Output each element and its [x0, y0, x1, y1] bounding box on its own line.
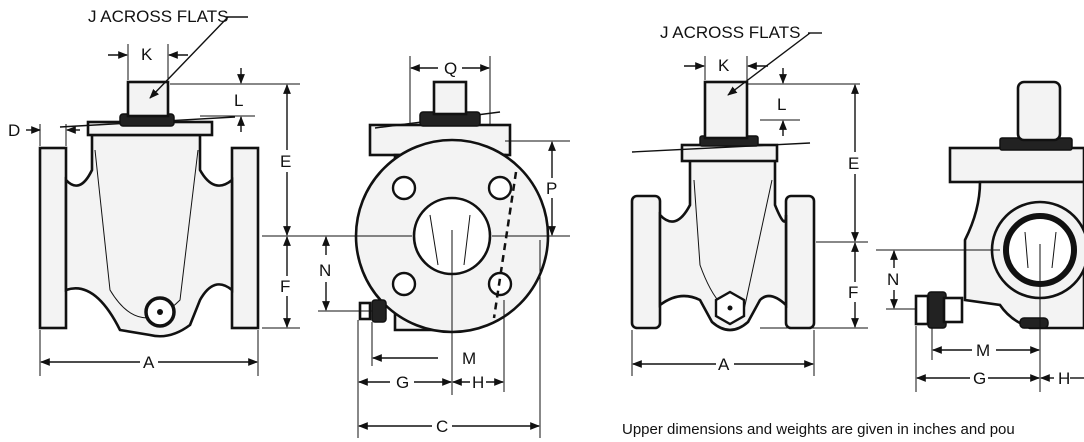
- label-n-right: N: [887, 270, 899, 289]
- right-view-body: [658, 158, 788, 332]
- valve-body: [64, 133, 234, 338]
- stem-nut: [126, 80, 170, 118]
- label-k-right: K: [718, 56, 730, 75]
- far-right-side-view: N M G H: [876, 80, 1084, 392]
- label-q: Q: [444, 59, 457, 78]
- left-front-view: J ACROSS FLATS K L D E F A: [8, 7, 300, 376]
- far-right-bonnet: [948, 146, 1084, 184]
- middle-side-view: Q P N M G H C: [300, 56, 570, 438]
- right-view-end-right: [784, 194, 816, 330]
- label-e-right: E: [848, 154, 859, 173]
- label-p: P: [546, 179, 557, 198]
- right-flange: [230, 146, 260, 330]
- right-front-view: J ACROSS FLATS K L E F A: [630, 23, 868, 376]
- label-m-right: M: [976, 341, 990, 360]
- label-j-across-flats-right: J ACROSS FLATS: [660, 23, 800, 42]
- label-n-middle: N: [319, 261, 331, 280]
- stem-nut-side: [432, 80, 468, 116]
- label-l-left: L: [234, 91, 243, 110]
- right-view-end-left: [630, 194, 662, 330]
- units-note: Upper dimensions and weights are given i…: [622, 421, 1015, 438]
- label-a-right: A: [718, 355, 730, 374]
- label-l-right: L: [777, 95, 786, 114]
- label-f-left: F: [280, 277, 290, 296]
- label-j-across-flats-left: J ACROSS FLATS: [88, 7, 228, 26]
- label-h-right: H: [1058, 369, 1070, 388]
- right-view-stem-nut: [703, 80, 749, 140]
- label-k-left: K: [141, 45, 153, 64]
- label-g-right: G: [973, 369, 986, 388]
- label-c: C: [436, 417, 448, 436]
- label-a-left: A: [143, 353, 155, 372]
- far-right-stem: [1016, 80, 1062, 142]
- label-g-middle: G: [396, 373, 409, 392]
- label-f-right: F: [848, 283, 858, 302]
- left-flange: [38, 146, 68, 330]
- label-m-middle: M: [462, 349, 476, 368]
- label-d: D: [8, 121, 20, 140]
- label-e-left: E: [280, 152, 291, 171]
- label-h-middle: H: [472, 373, 484, 392]
